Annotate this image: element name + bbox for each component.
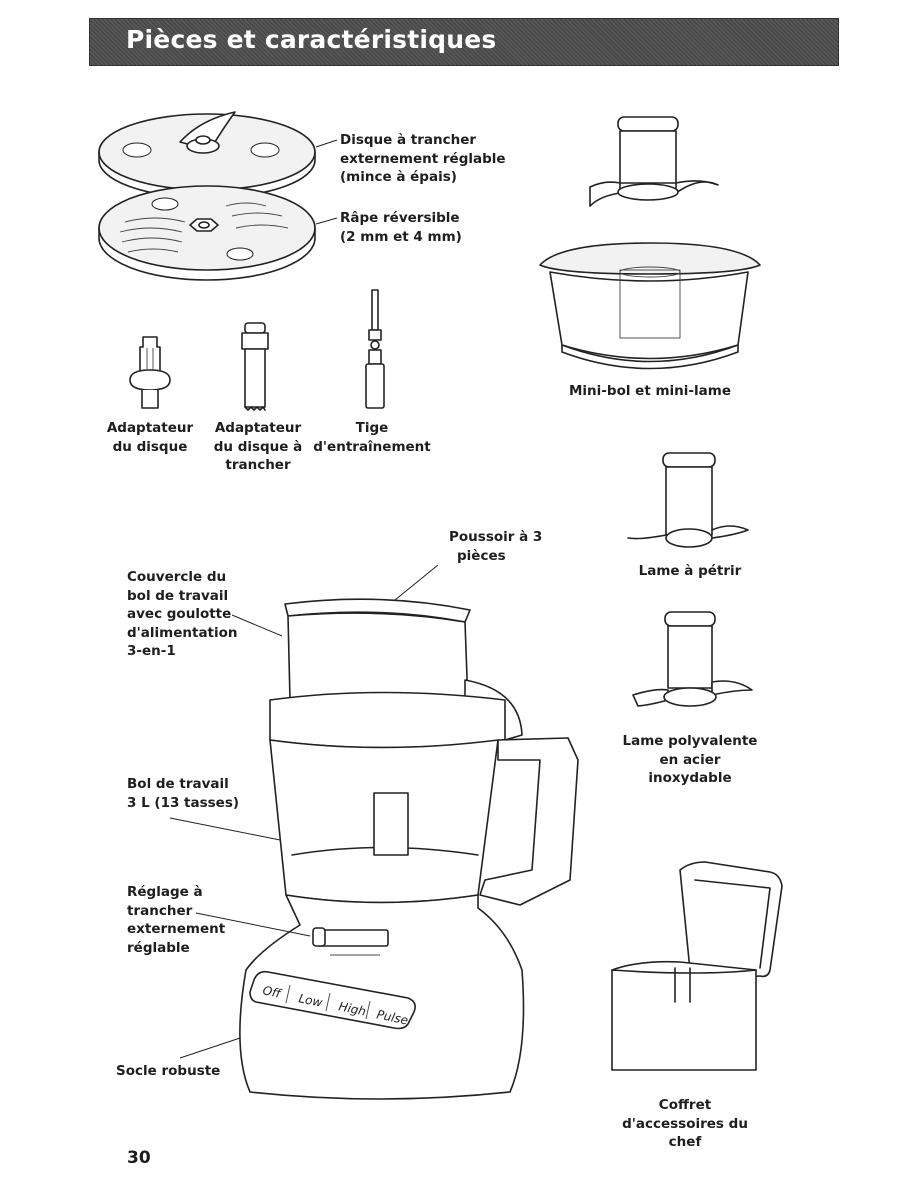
slicing-adapter-label: Adaptateur du disque à trancher — [213, 420, 303, 473]
shredding-disc-illustration — [98, 185, 316, 281]
slicing-disc-illustration — [98, 111, 316, 199]
slicing-adapter-illustration — [241, 322, 269, 411]
base-label: Socle robuste — [116, 1063, 221, 1079]
slicing-control-label: Réglage à trancher externement réglable — [127, 884, 226, 956]
multipurpose-blade-label: Lame polyvalente en acier inoxydable — [622, 733, 758, 786]
mini-bowl-label: Mini-bol et mini-lame — [569, 383, 731, 399]
pusher-label: Poussoir à 3 pièces — [449, 529, 543, 564]
mini-bowl-illustration — [539, 242, 761, 370]
page-title: Pièces et caractéristiques — [126, 25, 497, 54]
slicing-disc-label: Disque à trancher externement réglable (… — [340, 132, 506, 185]
pulse-button-label: Pulse — [375, 1007, 409, 1027]
food-processor-illustration: Off Low High Pulse — [239, 598, 579, 1100]
lid-label: Couvercle du bol de travail avec goulott… — [127, 569, 238, 659]
mini-blade-illustration — [589, 116, 719, 207]
drive-shaft-illustration — [365, 289, 385, 409]
storage-case-label: Coffret d'accessoires du chef — [622, 1097, 748, 1150]
low-button-label: Low — [297, 991, 323, 1010]
disc-adapter-illustration — [129, 336, 171, 409]
title-banner: Pièces et caractéristiques — [89, 18, 839, 66]
off-button-label: Off — [261, 983, 283, 1001]
dough-blade-label: Lame à pétrir — [638, 563, 742, 579]
high-button-label: High — [337, 999, 367, 1018]
work-bowl-label: Bol de travail 3 L (13 tasses) — [127, 776, 240, 811]
page-number: 30 — [127, 1148, 151, 1168]
shredding-disc-label: Râpe réversible (2 mm et 4 mm) — [340, 210, 462, 245]
disc-adapter-label: Adaptateur du disque — [106, 420, 194, 455]
multipurpose-blade-illustration — [632, 611, 753, 707]
drive-shaft-label: Tige d'entraînement — [313, 420, 431, 455]
storage-case-illustration — [611, 861, 783, 1071]
dough-blade-illustration — [627, 452, 749, 548]
